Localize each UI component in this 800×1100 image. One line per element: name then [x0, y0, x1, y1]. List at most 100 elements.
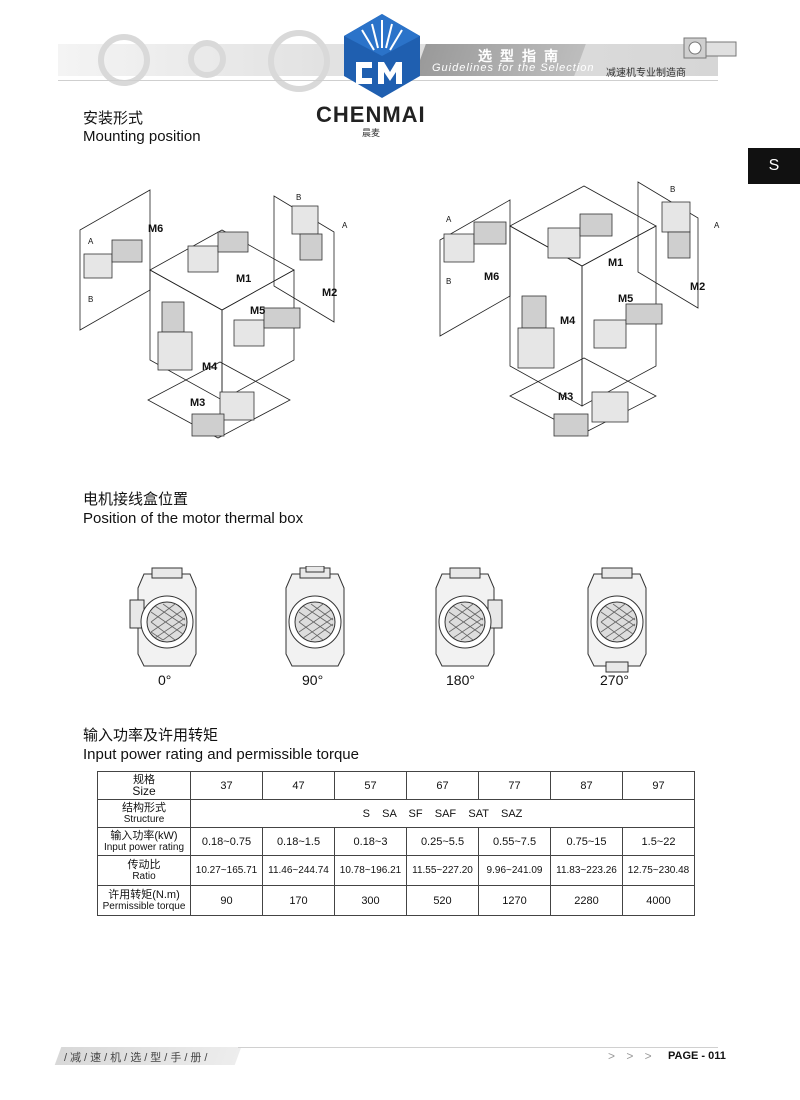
label-a: A	[88, 237, 94, 246]
mounting-diagram-solid-shaft: M6 M1 M2 M5 M4 M3 A B B A	[79, 189, 348, 439]
torque-cell: 4000	[622, 885, 695, 916]
label-a: A	[714, 221, 720, 230]
thermal-box-180-diagram	[435, 567, 503, 667]
table-row-torque: 许用转矩(N.m) Permissible torque 90 170 300 …	[97, 885, 695, 916]
footer-arrows: > > >	[608, 1049, 656, 1063]
size-cell: 67	[406, 771, 479, 800]
chenmai-logo-icon	[344, 14, 420, 98]
power-title-en: Input power rating and permissible torqu…	[83, 746, 359, 763]
thermal-title-en: Position of the motor thermal box	[83, 510, 304, 527]
label-m3: M3	[558, 391, 573, 403]
table-row-structure: 结构形式 Structure S SA SF SAF SAT SAZ	[97, 799, 695, 828]
power-cell: 0.18~3	[334, 827, 407, 856]
header-tagline: 减速机专业制造商	[606, 68, 686, 79]
power-title-cn: 输入功率及许用转矩	[83, 727, 219, 744]
thermal-box-90-diagram	[285, 566, 345, 667]
power-cell: 0.25~5.5	[406, 827, 479, 856]
torque-cell: 300	[334, 885, 407, 916]
label-m1: M1	[608, 257, 623, 269]
row-header-en: Ratio	[132, 870, 156, 882]
power-cell: 0.55~7.5	[478, 827, 551, 856]
power-cell: 1.5~22	[622, 827, 695, 856]
size-cell: 87	[550, 771, 623, 800]
row-header-cn: 结构形式	[122, 801, 166, 814]
ratio-cell: 12.75~230.48	[622, 855, 695, 886]
row-header-en: Structure	[123, 813, 165, 825]
ratio-cell: 10.78~196.21	[334, 855, 407, 886]
thermal-position-label: 180°	[446, 672, 475, 688]
row-header-size: 规格 Size	[97, 771, 191, 800]
power-cell: 0.18~0.75	[190, 827, 263, 856]
power-cell: 0.18~1.5	[262, 827, 335, 856]
label-m6: M6	[484, 271, 499, 283]
thermal-position-label: 270°	[600, 672, 629, 688]
label-m4: M4	[560, 315, 576, 327]
size-cell: 97	[622, 771, 695, 800]
row-header-cn: 输入功率(kW)	[110, 829, 178, 842]
power-cell: 0.75~15	[550, 827, 623, 856]
header-title-en: Guidelines for the Selection	[432, 62, 595, 74]
row-header-torque: 许用转矩(N.m) Permissible torque	[97, 885, 191, 916]
label-m2: M2	[690, 281, 705, 293]
gear-decoration	[98, 34, 150, 86]
table-row-ratio: 传动比 Ratio 10.27~165.71 11.46~244.74 10.7…	[97, 855, 695, 886]
label-m4: M4	[202, 361, 218, 373]
brand-name-cn: 晨麦	[362, 128, 381, 138]
header-title-cn: 选型指南	[478, 48, 566, 64]
section-tab: S	[748, 148, 800, 184]
thermal-title-cn: 电机接线盒位置	[83, 491, 189, 508]
thermal-position-label: 90°	[302, 672, 324, 688]
row-header-ratio: 传动比 Ratio	[97, 855, 191, 886]
label-b: B	[88, 295, 93, 304]
row-header-en: Size	[132, 783, 156, 798]
spec-table: 规格 Size 37 47 57 67 77 87 97 结构形式 Struct…	[97, 771, 695, 916]
mounting-diagram-hollow-shaft: M6 M1 M2 M5 M4 M3 A B B A	[439, 181, 720, 437]
gear-decoration	[188, 40, 226, 78]
row-header-en: Permissible torque	[102, 900, 186, 912]
row-header-structure: 结构形式 Structure	[97, 799, 191, 828]
label-m5: M5	[618, 293, 633, 305]
row-header-cn: 规格	[133, 773, 155, 786]
mounting-title-en: Mounting position	[83, 128, 201, 145]
ratio-cell: 11.46~244.74	[262, 855, 335, 886]
footer-rule	[238, 1047, 718, 1048]
size-cell: 57	[334, 771, 407, 800]
label-m1: M1	[236, 273, 251, 285]
table-row-size: 规格 Size 37 47 57 67 77 87 97	[97, 771, 695, 800]
footer-handbook: /减/速/机/选/型/手/册/	[64, 1052, 211, 1064]
torque-cell: 170	[262, 885, 335, 916]
row-header-en: Input power rating	[103, 841, 185, 853]
ratio-cell: 9.96~241.09	[478, 855, 551, 886]
label-b: B	[670, 185, 675, 194]
brand-name: CHENMAI	[316, 102, 426, 127]
torque-cell: 1270	[478, 885, 551, 916]
label-m2: M2	[322, 287, 337, 299]
page-number: PAGE - 011	[668, 1050, 726, 1062]
label-a: A	[342, 221, 348, 230]
row-header-cn: 传动比	[127, 858, 161, 871]
ratio-cell: 11.55~227.20	[406, 855, 479, 886]
label-a: A	[446, 215, 452, 224]
label-b: B	[446, 277, 451, 286]
ratio-cell: 11.83~223.26	[550, 855, 623, 886]
size-cell: 77	[478, 771, 551, 800]
torque-cell: 90	[190, 885, 263, 916]
size-cell: 37	[190, 771, 263, 800]
gearbox-thumbnail-icon	[683, 37, 737, 59]
table-row-power: 输入功率(kW) Input power rating 0.18~0.75 0.…	[97, 827, 695, 856]
label-m3: M3	[190, 397, 205, 409]
torque-cell: 2280	[550, 885, 623, 916]
row-header-power: 输入功率(kW) Input power rating	[97, 827, 191, 856]
torque-cell: 520	[406, 885, 479, 916]
row-header-cn: 许用转矩(N.m)	[108, 888, 180, 901]
label-b: B	[296, 193, 301, 202]
gear-decoration	[268, 30, 330, 92]
thermal-position-label: 0°	[158, 672, 172, 688]
thermal-box-270-diagram	[587, 567, 647, 673]
size-cell: 47	[262, 771, 335, 800]
label-m5: M5	[250, 305, 265, 317]
mounting-title-cn: 安装形式	[83, 110, 144, 127]
ratio-cell: 10.27~165.71	[190, 855, 263, 886]
thermal-box-0-diagram	[129, 567, 197, 667]
label-m6: M6	[148, 223, 163, 235]
